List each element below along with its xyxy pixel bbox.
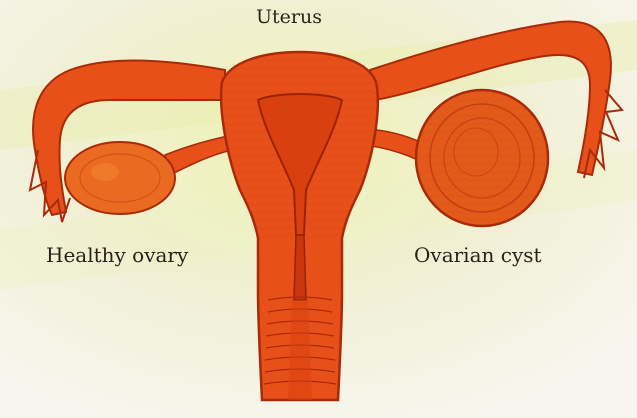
healthy-ovary: [65, 142, 175, 214]
ovarian-cyst: [416, 90, 548, 226]
label-uterus: Uterus: [256, 6, 322, 28]
label-healthy-ovary: Healthy ovary: [46, 243, 188, 267]
label-ovarian-cyst: Ovarian cyst: [414, 243, 542, 267]
vaginal-canal: [288, 300, 312, 400]
cervical-canal: [294, 235, 306, 300]
